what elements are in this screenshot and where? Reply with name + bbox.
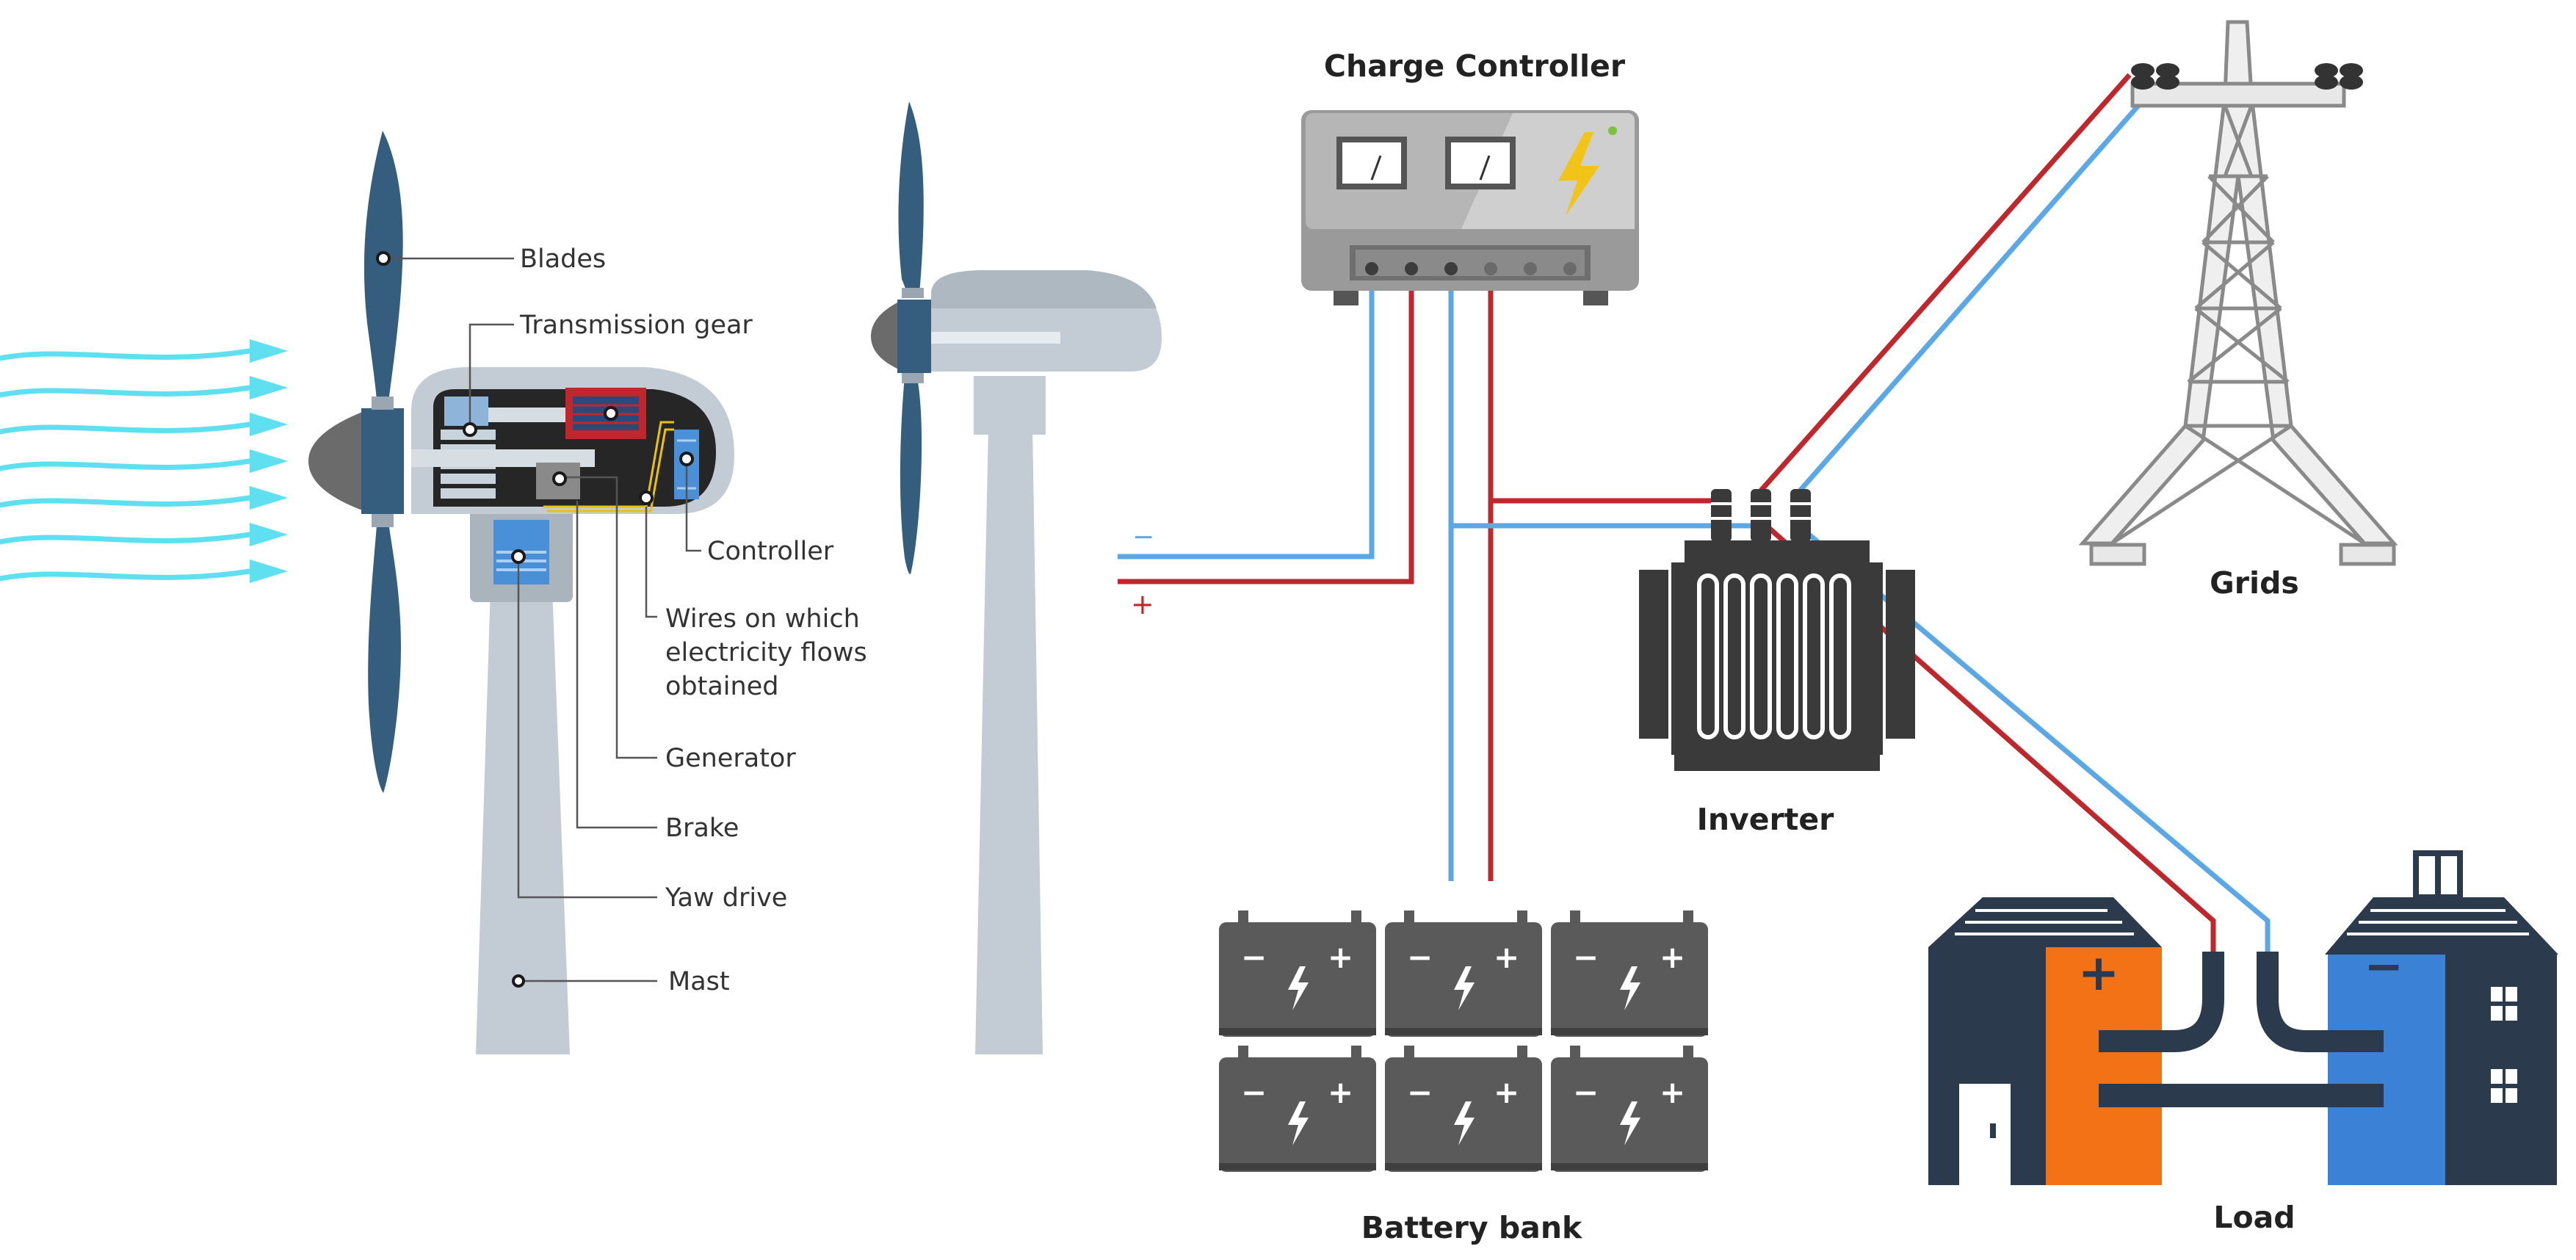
battery-1-minus: − [1241,939,1267,975]
wire-inverter-positive [1491,498,1721,514]
battery-4: − + [1219,1046,1376,1172]
house-connector-bottom [2099,1084,2384,1107]
blade-2-bottom [900,376,922,574]
mast-shape [476,587,570,1054]
battery-5-minus: − [1407,1074,1433,1110]
battery-6-plus: + [1660,1074,1685,1110]
wire-turbine-positive [1118,270,1414,584]
wire-grid-negative [1794,80,2161,497]
electric-wires [543,421,674,508]
gauge-1 [1336,137,1407,189]
gauge-2 [1445,137,1516,189]
leader-lines [383,257,701,982]
battery-5-plus: + [1494,1074,1519,1110]
right-house-blue [2328,955,2445,1185]
battery-6: − + [1551,1046,1708,1172]
battery-2: − + [1385,910,1542,1037]
hub [361,408,404,514]
battery-4-plus: + [1328,1074,1353,1110]
battery-2-plus: + [1494,939,1519,975]
label-generator: Generator [665,744,796,773]
label-wires-line2: electricity flows [665,638,867,667]
label-transmission-gear: Transmission gear [519,311,753,340]
wire-turbine-negative [1118,270,1375,560]
title-charge-controller: Charge Controller [1324,48,1626,84]
wind-arrowheads [250,339,288,583]
title-inverter: Inverter [1697,802,1835,837]
house-connector-top [2099,952,2384,1052]
battery-1-plus: + [1328,939,1353,975]
wire-load-positive [1768,526,2216,952]
hub-nose-2 [871,301,900,370]
inverter-coils [1697,573,1851,739]
left-house-orange [2046,947,2162,1185]
blade-2-top [898,101,924,294]
blade-bottom [368,515,401,793]
terminals [1365,262,1577,275]
grid-insulators [2131,63,2363,90]
inverter [1639,489,1915,771]
battery-2-minus: − [1407,939,1433,975]
lightning-icon [1558,132,1599,216]
title-load: Load [2213,1200,2295,1235]
house-plus-sign: + [2078,944,2120,1002]
label-controller: Controller [707,537,834,566]
label-wires-line3: obtained [665,672,778,701]
battery-3-minus: − [1573,939,1599,975]
battery-3-plus: + [1660,939,1685,975]
grid-tower [2078,20,2398,566]
right-house-roof [2325,897,2558,955]
exterior-turbine [871,101,1162,1054]
leader-dots [376,251,694,988]
label-brake: Brake [665,814,739,843]
transmission-gear-shape [441,397,496,499]
wiring [1118,73,2271,952]
battery-1: − + [1219,910,1376,1037]
house-minus-sign: − [2364,940,2403,994]
blade-top [363,131,403,408]
sign-minus-input: − [1132,522,1154,552]
hub-2 [897,300,931,373]
cutaway-turbine [308,131,734,1054]
mast-2 [975,426,1043,1054]
label-blades: Blades [520,245,606,274]
battery-4-minus: − [1241,1074,1267,1110]
battery-6-minus: − [1573,1074,1599,1110]
wind-arrows [0,348,253,582]
hub-nose [308,411,364,511]
sign-plus-input: + [1131,588,1154,620]
label-yaw-drive: Yaw drive [665,883,787,913]
wire-load-negative [1800,526,2271,952]
battery-3: − + [1551,910,1708,1037]
label-mast: Mast [668,967,730,996]
inverter-bushings [1711,489,1811,542]
battery-5: − + [1385,1046,1542,1172]
label-wires-line1: Wires on which [665,604,860,634]
wire-grid-positive [1759,73,2132,493]
charge-controller [1301,110,1639,305]
battery-bank: − + − + − + − + [1219,910,1708,1172]
title-battery-bank: Battery bank [1361,1210,1583,1245]
title-grids: Grids [2210,565,2299,601]
load-houses: + − [1928,850,2558,1185]
